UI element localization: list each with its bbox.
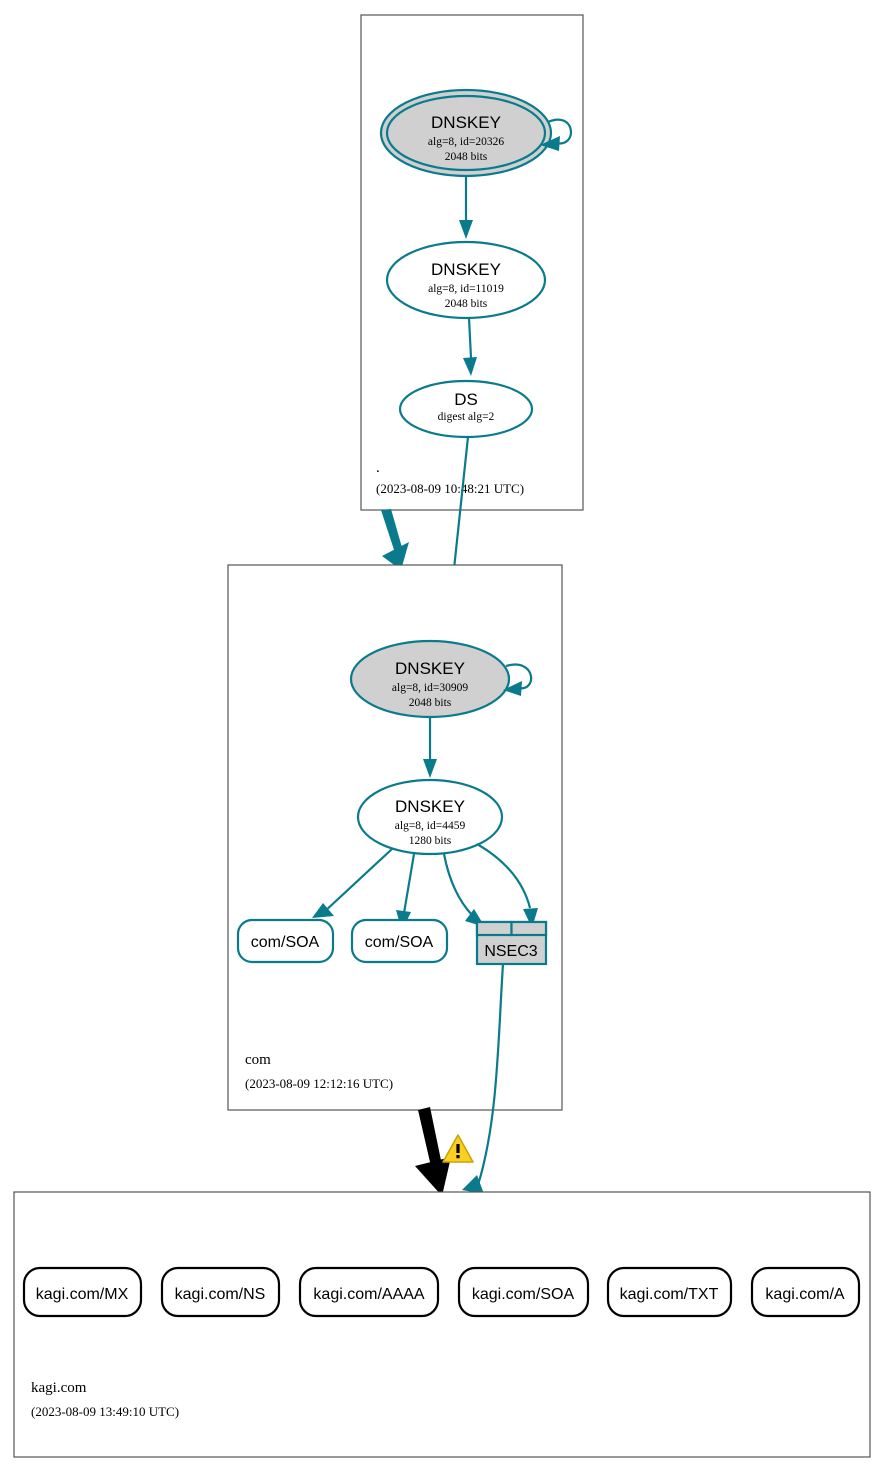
edge-nsec3-to-kagi-zone — [462, 963, 505, 1194]
rrset-kagi-aaaa-box — [298, 1266, 440, 1318]
rrset-com-soa-2-box — [350, 918, 449, 964]
rrset-com-nsec3-cell-right — [510, 920, 548, 937]
node-root-ksk-inner-ring — [385, 94, 547, 172]
edge-com-ksk-to-zsk — [423, 717, 437, 778]
rrset-com-soa-2-label: com/SOA — [365, 934, 434, 951]
edge-com-zone-to-kagi-zone-insecure — [415, 1107, 451, 1196]
rrset-com-nsec3-cell-left — [475, 920, 513, 937]
rrset-kagi-txt-box — [606, 1266, 733, 1318]
rrset-kagi-a[interactable]: kagi.com/A — [750, 1266, 861, 1318]
rrset-kagi-mx[interactable]: kagi.com/MX — [22, 1266, 143, 1318]
edge-com-ksk-self-sign — [503, 663, 533, 696]
rrset-kagi-a-box — [750, 1266, 861, 1318]
edge-com-zsk-to-nsec3-b — [476, 843, 538, 928]
node-root-zsk-line3: 2048 bits — [445, 298, 488, 310]
node-com-ksk-line2: alg=8, id=30909 — [392, 682, 468, 694]
rrset-kagi-txt[interactable]: kagi.com/TXT — [606, 1266, 733, 1318]
rrset-com-soa-2[interactable]: com/SOA — [350, 918, 449, 964]
zone-timestamp-com: (2023-08-09 12:12:16 UTC) — [245, 1076, 393, 1091]
node-root-zsk-title: DNSKEY — [431, 260, 501, 279]
node-com-zsk-ring — [356, 778, 504, 856]
zone-label-kagi: kagi.com — [31, 1380, 87, 1396]
warning-triangle-icon — [442, 1134, 474, 1163]
rrset-kagi-soa-box — [457, 1266, 590, 1318]
rrset-kagi-ns-box — [160, 1266, 281, 1318]
rrset-kagi-a-label: kagi.com/A — [765, 1286, 844, 1303]
zone-timestamp-kagi: (2023-08-09 13:49:10 UTC) — [31, 1404, 179, 1419]
rrset-com-soa-1-box — [236, 918, 335, 964]
rrset-kagi-mx-label: kagi.com/MX — [36, 1286, 129, 1303]
node-root-zsk-line2: alg=8, id=11019 — [428, 283, 504, 295]
rrset-kagi-soa-label: kagi.com/SOA — [472, 1286, 575, 1303]
rrset-kagi-txt-label: kagi.com/TXT — [620, 1286, 719, 1303]
node-root-ds-line2: digest alg=2 — [438, 411, 495, 423]
node-com-zsk[interactable]: DNSKEY alg=8, id=4459 1280 bits — [356, 778, 504, 856]
node-root-ksk-line2: alg=8, id=20326 — [428, 136, 504, 148]
zone-box-kagi — [13, 1191, 871, 1458]
node-com-ksk-title: DNSKEY — [395, 659, 465, 678]
node-root-ksk-title: DNSKEY — [431, 113, 501, 132]
node-root-ds-ring — [398, 379, 534, 439]
node-com-ksk-line3: 2048 bits — [409, 697, 452, 709]
rrset-kagi-ns[interactable]: kagi.com/NS — [160, 1266, 281, 1318]
edge-root-zsk-to-ds — [463, 317, 477, 376]
node-com-ksk[interactable]: DNSKEY alg=8, id=30909 2048 bits — [349, 639, 511, 719]
node-root-ds-title: DS — [454, 390, 478, 409]
edge-root-ksk-self-sign — [540, 118, 572, 151]
zone-timestamp-root: (2023-08-09 10:48:21 UTC) — [376, 481, 524, 496]
rrset-com-soa-1[interactable]: com/SOA — [236, 918, 335, 964]
zone-label-root: . — [376, 460, 380, 476]
zone-label-com: com — [245, 1052, 271, 1068]
node-root-ksk[interactable]: DNSKEY alg=8, id=20326 2048 bits — [379, 88, 553, 178]
edge-com-zsk-to-soa-1 — [312, 848, 393, 918]
rrset-com-nsec3-label: NSEC3 — [484, 943, 537, 960]
rrset-kagi-mx-box — [22, 1266, 143, 1318]
edge-root-ksk-to-zsk — [459, 177, 473, 239]
node-com-zsk-line2: alg=8, id=4459 — [395, 820, 466, 832]
rrset-kagi-aaaa[interactable]: kagi.com/AAAA — [298, 1266, 440, 1318]
node-root-zsk-ring — [385, 240, 547, 320]
rrset-kagi-ns-label: kagi.com/NS — [175, 1286, 266, 1303]
node-com-zsk-title: DNSKEY — [395, 797, 465, 816]
node-root-ds[interactable]: DS digest alg=2 — [398, 379, 534, 439]
edge-root-zone-to-com-zone — [381, 509, 409, 570]
node-com-zsk-line3: 1280 bits — [409, 835, 452, 847]
rrset-kagi-soa[interactable]: kagi.com/SOA — [457, 1266, 590, 1318]
node-root-zsk[interactable]: DNSKEY alg=8, id=11019 2048 bits — [385, 240, 547, 320]
node-root-ksk-line3: 2048 bits — [445, 151, 488, 163]
rrset-com-nsec3[interactable]: NSEC3 — [475, 920, 548, 966]
rrset-kagi-aaaa-label: kagi.com/AAAA — [313, 1286, 424, 1303]
rrset-com-soa-1-label: com/SOA — [251, 934, 320, 951]
